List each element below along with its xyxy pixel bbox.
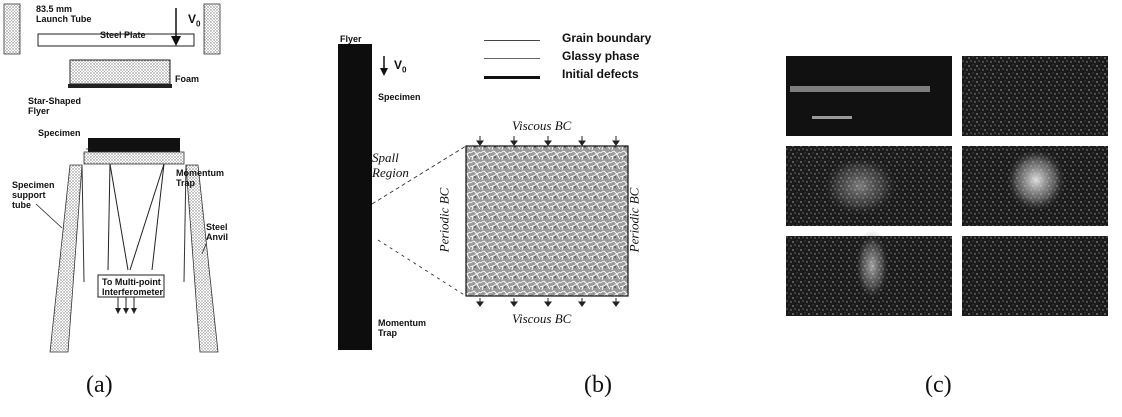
panel-c-caption: (c): [925, 372, 952, 398]
steel-anvil-label: Steel Anvil: [206, 222, 229, 242]
flyer-label: Flyer: [340, 34, 362, 44]
interferometer-label: To Multi-point Interferometer: [102, 277, 164, 297]
specimen-support-tube-right: [185, 164, 219, 353]
interferometer-box: [97, 274, 165, 298]
momentum-trap-label-b: Momentum Trap: [378, 318, 426, 338]
micrograph-2: [962, 56, 1108, 136]
micrograph-6: [962, 236, 1108, 316]
foam-label: Foam: [175, 74, 200, 84]
panel-b-model-drawing: [338, 44, 629, 350]
star-shaped-flyer: [68, 84, 172, 88]
specimen-support-tube-left: [49, 164, 83, 353]
periodic-bc-left-label: Periodic BC: [436, 187, 452, 253]
microstructure-domain: [465, 145, 629, 297]
viscous-bc-top-label: Viscous BC: [512, 118, 572, 133]
spall-region-label: Spall Region: [372, 150, 409, 180]
velocity-symbol: V: [188, 12, 197, 26]
periodic-bc-right-label: Periodic BC: [626, 187, 642, 253]
micrograph-1: [786, 56, 952, 136]
velocity-symbol-b: V: [394, 58, 403, 72]
velocity-label-b: V0: [394, 58, 406, 74]
specimen-label: Specimen: [38, 128, 81, 138]
panel-a: 83.5 mm Launch Tube V0 Steel Plate Foam …: [0, 0, 240, 417]
launch-tube-label: 83.5 mm Launch Tube: [36, 4, 92, 24]
legend-initial-defects-line: [484, 76, 540, 79]
panel-b-caption: (b): [584, 372, 612, 398]
panel-a-caption: (a): [86, 372, 113, 398]
panel-b: Flyer V0 Specimen Spall Region Momentum …: [300, 0, 720, 417]
specimen-support-tube-label: Specimen support tube: [12, 180, 55, 210]
legend-glassy-phase-text: Glassy phase: [562, 49, 640, 63]
velocity-subscript-b: 0: [402, 65, 407, 75]
launch-tube-right-wall: [203, 3, 221, 55]
launch-tube-left-wall: [3, 3, 21, 55]
steel-plate-label: Steel Plate: [100, 30, 146, 40]
foam-block: [69, 59, 171, 85]
legend-glassy-phase-line: [484, 58, 540, 59]
viscous-bc-bottom-label: Viscous BC: [512, 311, 572, 326]
velocity-label: V0: [188, 12, 200, 28]
momentum-trap-label: Momentum Trap: [176, 168, 224, 188]
legend-grain-boundary-text: Grain boundary: [562, 31, 652, 45]
steel-plate: [37, 33, 195, 47]
flyer-specimen-bar: [338, 44, 372, 350]
panel-a-apparatus-drawing: [3, 3, 221, 353]
star-shaped-flyer-label: Star-Shaped Flyer: [28, 96, 82, 116]
velocity-subscript: 0: [196, 19, 201, 29]
specimen-label-b: Specimen: [378, 92, 421, 102]
specimen-block: [88, 138, 180, 152]
legend-initial-defects-text: Initial defects: [562, 67, 639, 81]
panel-c: (c): [760, 0, 1122, 417]
panel-c-micrograph-grid: [786, 56, 1108, 316]
legend-grain-boundary-line: [484, 40, 540, 41]
